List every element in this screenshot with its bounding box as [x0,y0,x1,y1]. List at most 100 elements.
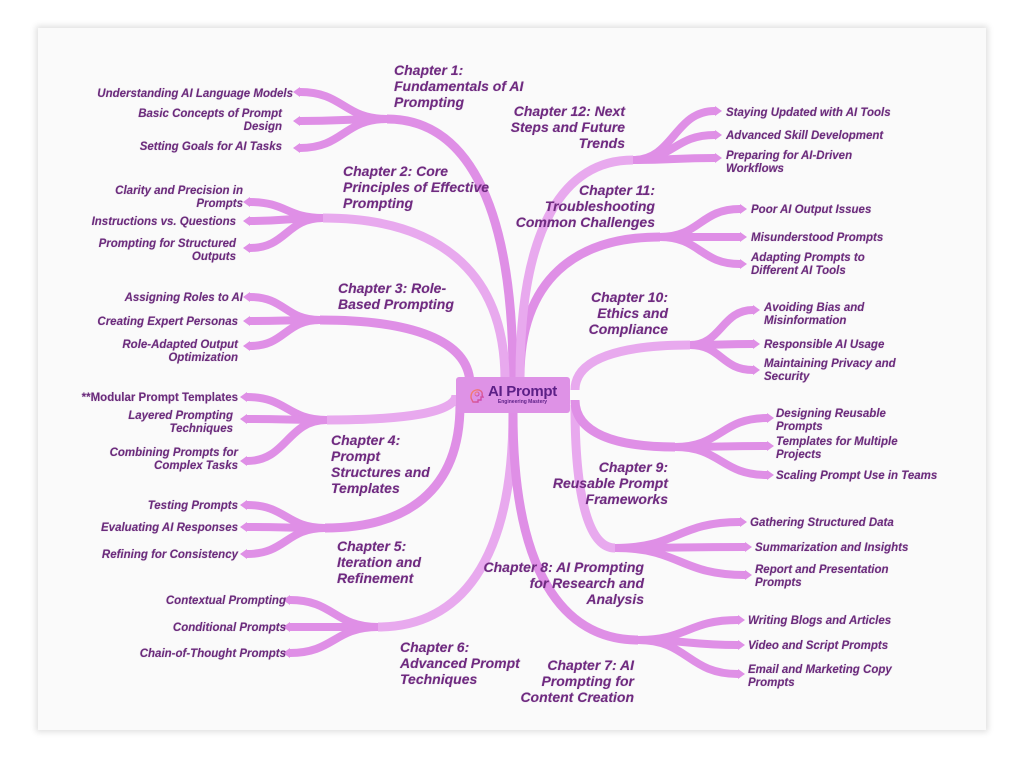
chapter-9-label[interactable]: Chapter 9: Reusable Prompt Frameworks [552,459,668,507]
branch-arrow-icon [240,522,247,532]
topic-label[interactable]: Contextual Prompting [165,595,286,607]
chapter-1-label[interactable]: Chapter 1: Fundamentals of AI Prompting [394,62,524,110]
topic-label[interactable]: Advanced Skill Development [726,130,884,142]
branch-arrow-icon [243,316,250,326]
topic-label[interactable]: Adapting Prompts to Different AI Tools [751,252,865,277]
topic-label[interactable]: Layered Prompting Techniques [128,410,233,435]
topic-label[interactable]: Chain-of-Thought Prompts [139,648,286,660]
brain-head-icon [469,387,485,403]
topic-label[interactable]: Poor AI Output Issues [751,204,872,216]
topic-branch [659,233,741,268]
topic-label[interactable]: Maintaining Privacy and Security [764,358,896,383]
topic-label[interactable]: Instructions vs. Questions [91,216,236,228]
topic-label[interactable]: Responsible AI Usage [764,339,885,351]
topic-label[interactable]: Templates for Multiple Projects [776,436,898,461]
branch-arrow-icon [240,549,247,559]
branch-arrow-icon [240,456,247,466]
topic-label[interactable]: Testing Prompts [147,500,238,512]
topic-label[interactable]: Understanding AI Language Models [97,88,293,100]
chapter-5-label[interactable]: Chapter 5: Iteration and Refinement [337,538,422,586]
topic-label[interactable]: Report and Presentation Prompts [755,564,889,589]
topic-label[interactable]: Designing Reusable Prompts [776,408,886,433]
chapter-branch [386,114,518,378]
central-title: AI Prompt [488,383,557,400]
branch-arrow-icon [293,87,300,97]
branch-arrow-icon [767,470,774,480]
branch-arrow-icon [243,243,250,253]
chapter-branch [570,399,676,452]
topic-label[interactable]: **Modular Prompt Templates [81,392,238,404]
branch-arrow-icon [738,669,745,679]
topic-label[interactable]: Staying Updated with AI Tools [726,107,891,119]
branch-arrow-icon [740,232,747,242]
branch-arrow-icon [753,339,760,349]
topic-label[interactable]: Conditional Prompts [172,622,286,634]
chapter-4-label[interactable]: Chapter 4: Prompt Structures and Templat… [331,432,430,496]
central-subtitle: Engineering Mastery [497,399,548,405]
topic-branch [246,416,328,465]
topic-label[interactable]: Prompting for Structured Outputs [98,238,236,263]
topic-branch [246,524,326,558]
branch-arrow-icon [283,648,290,658]
branch-arrow-icon [767,413,774,423]
topic-label[interactable]: Combining Prompts for Complex Tasks [109,447,238,472]
branch-arrow-icon [715,130,722,140]
topic-branch [674,443,768,479]
topic-label[interactable]: Gathering Structured Data [750,517,894,529]
chapter-7-label[interactable]: Chapter 7: AI Prompting for Content Crea… [520,657,634,705]
topic-branch [689,306,754,349]
chapter-3-label[interactable]: Chapter 3: Role- Based Prompting [338,280,454,312]
topic-label[interactable]: Scaling Prompt Use in Teams [776,470,938,482]
branch-arrow-icon [740,517,747,527]
topic-branch [632,154,716,164]
topic-branch [659,205,741,241]
topic-label[interactable]: Video and Script Prompts [748,640,889,652]
chapter-branch [515,155,634,378]
chapter-10-label[interactable]: Chapter 10: Ethics and Compliance [588,289,668,337]
topic-label[interactable]: Clarity and Precision in Prompts [115,185,243,210]
branch-arrow-icon [745,570,752,580]
topic-label[interactable]: Setting Goals for AI Tasks [139,141,282,153]
branch-arrow-icon [293,143,300,153]
topic-label[interactable]: Creating Expert Personas [97,316,238,328]
chapter-branch [324,404,465,533]
chapter-branch [326,394,461,425]
branch-arrow-icon [293,116,300,126]
branch-arrow-icon [738,615,745,625]
branch-arrow-icon [740,204,747,214]
branch-arrow-icon [740,259,747,269]
topic-branch [637,636,739,678]
topic-branch [299,115,388,152]
central-topic[interactable]: AI Prompt Engineering Mastery [456,377,570,413]
topic-label[interactable]: Avoiding Bias and Misinformation [764,302,865,327]
chapter-12-label[interactable]: Chapter 12: Next Steps and Future Trends [510,103,625,151]
chapter-2-label[interactable]: Chapter 2: Core Principles of Effective … [343,163,490,211]
branch-arrow-icon [243,341,250,351]
branch-arrow-icon [753,305,760,315]
topic-label[interactable]: Writing Blogs and Articles [748,615,892,627]
branch-arrow-icon [283,622,290,632]
topic-label[interactable]: Preparing for AI-Driven Workflows [726,150,853,175]
branch-arrow-icon [753,365,760,375]
topic-label[interactable]: Role-Adapted Output Optimization [122,339,238,364]
branch-arrow-icon [240,500,247,510]
branch-arrow-icon [243,216,250,226]
topic-label[interactable]: Misunderstood Prompts [751,232,884,244]
topic-label[interactable]: Assigning Roles to AI [124,292,243,304]
branch-arrow-icon [715,153,722,163]
chapter-6-label[interactable]: Chapter 6: Advanced Prompt Techniques [400,639,520,687]
chapter-branch [322,213,510,381]
branch-arrow-icon [283,595,290,605]
topic-label[interactable]: Basic Concepts of Prompt Design [138,108,282,133]
branch-arrow-icon [767,441,774,451]
topic-label[interactable]: Summarization and Insights [755,542,909,554]
topic-label[interactable]: Email and Marketing Copy Prompts [748,664,892,689]
chapter-branch [570,340,691,391]
branch-arrow-icon [738,640,745,650]
chapter-8-label[interactable]: Chapter 8: AI Prompting for Research and… [483,559,645,607]
branch-arrow-icon [240,392,247,402]
branch-arrow-icon [243,292,250,302]
topic-label[interactable]: Evaluating AI Responses [101,522,238,534]
chapter-11-label[interactable]: Chapter 11: Troubleshooting Common Chall… [515,182,655,230]
topic-label[interactable]: Refining for Consistency [101,549,238,561]
